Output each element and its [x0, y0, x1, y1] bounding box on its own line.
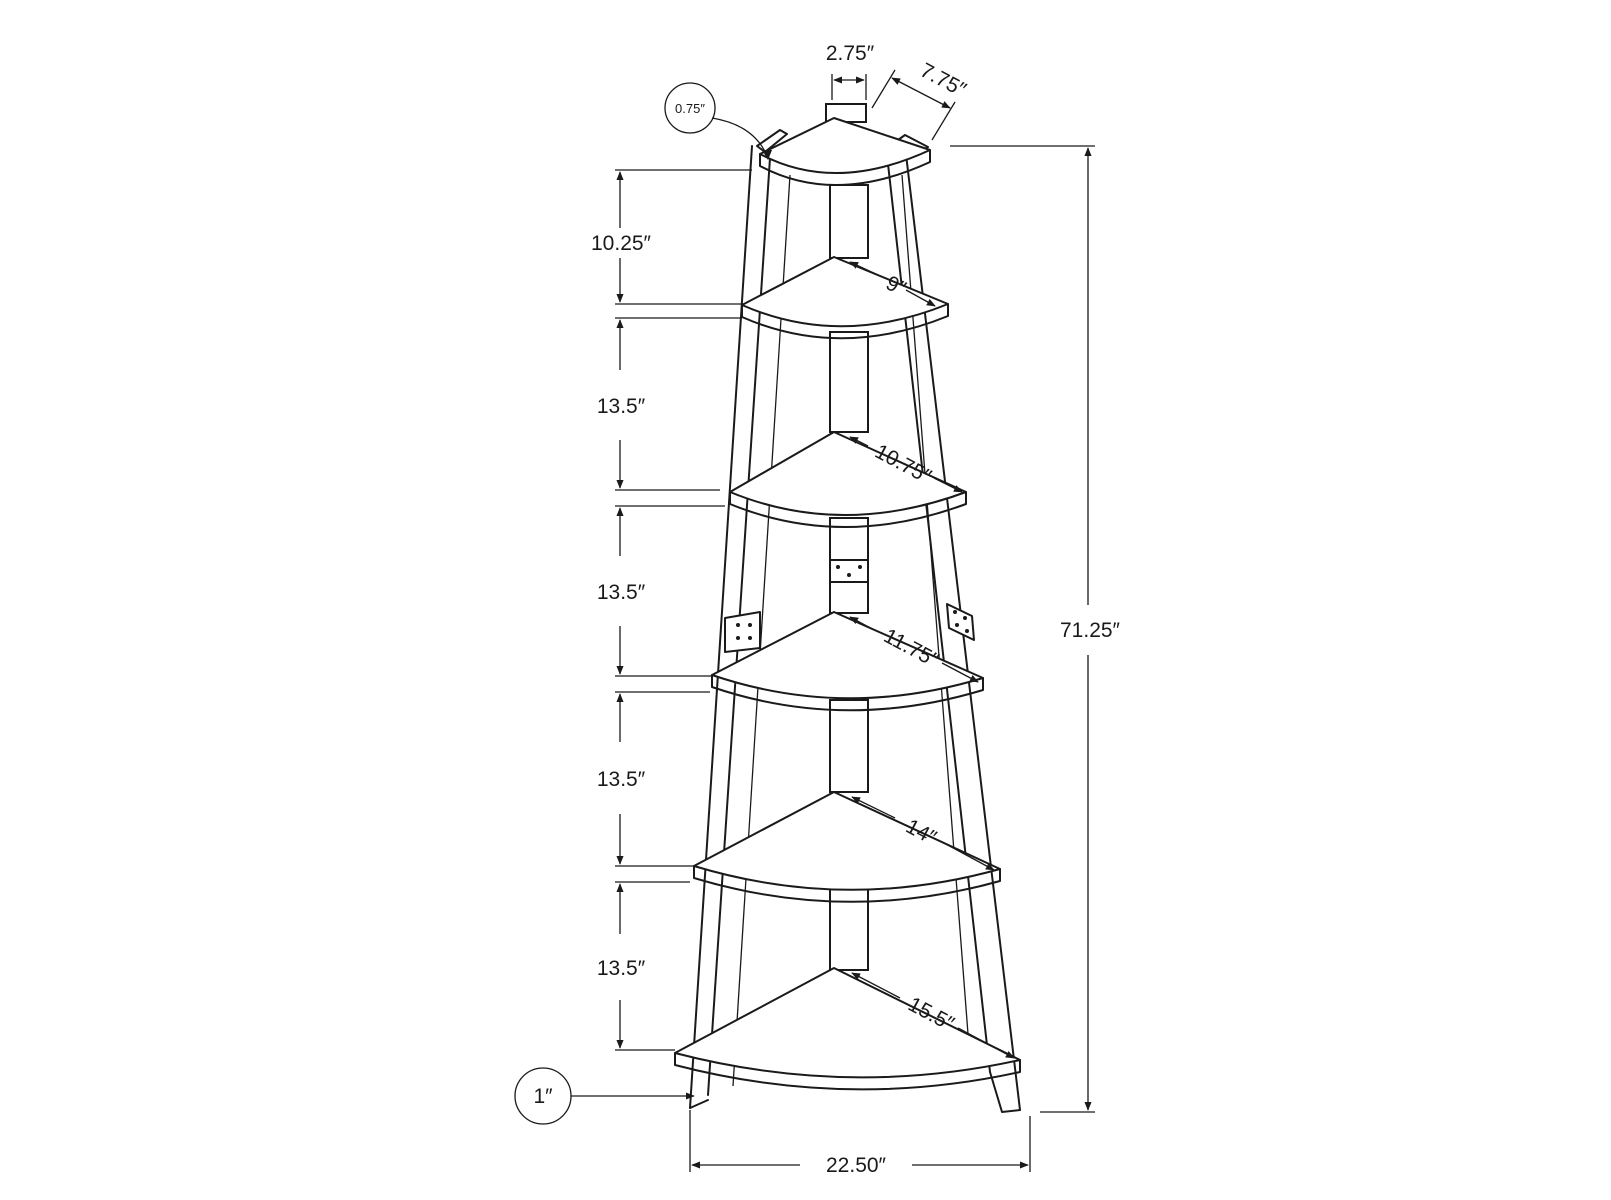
top-thickness-label: 0.75″ — [675, 101, 705, 116]
total-width-label: 22.50″ — [826, 1154, 887, 1177]
right-bracket — [946, 603, 975, 641]
shelf-5 — [693, 791, 1001, 903]
gap-1-label: 10.25″ — [591, 232, 652, 255]
left-leg-inner-line — [732, 174, 791, 1087]
dimension-lines — [514, 69, 1095, 1172]
gap-2-label: 13.5″ — [597, 395, 646, 418]
shelf-2 — [741, 256, 949, 340]
center-bracket — [829, 559, 869, 583]
gap-5-label: 13.5″ — [597, 957, 646, 980]
right-leg-inner-line — [901, 174, 971, 1061]
bottom-thickness-label: 1″ — [533, 1085, 553, 1108]
top-post-width-label: 2.75″ — [826, 42, 875, 65]
gap-4-label: 13.5″ — [597, 768, 646, 791]
shelf-1 — [759, 117, 931, 186]
gap-3-label: 13.5″ — [597, 581, 646, 604]
bookcase-drawing — [674, 103, 1021, 1113]
top-thickness-callout-circle — [664, 82, 716, 134]
total-height-label: 71.25″ — [1060, 619, 1121, 642]
left-bracket — [724, 611, 761, 653]
shelf-6 — [674, 967, 1021, 1091]
center-post — [829, 184, 869, 971]
shelf-4 — [711, 611, 984, 712]
shelf-3 — [729, 431, 967, 528]
top-depth-label: 7.75″ — [916, 59, 970, 102]
